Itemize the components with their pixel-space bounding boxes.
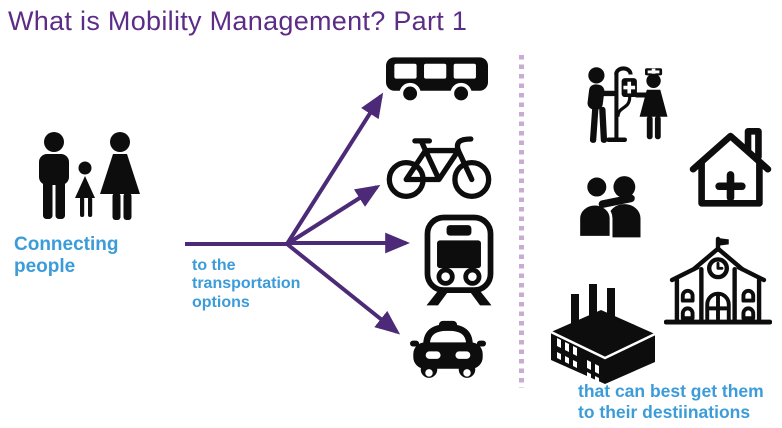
arrow-to-bus [285,92,384,246]
bicycle-icon [385,130,493,200]
slide-title: What is Mobility Management? Part 1 [8,6,468,36]
factory-icon [543,282,663,384]
medical-house-icon [684,119,777,209]
bus-icon [386,57,488,104]
destinations-caption: that can best get them to their destiina… [578,381,764,422]
companions-icon [574,174,650,238]
taxi-icon [410,317,486,385]
patient-with-nurse-icon [582,60,672,152]
arrow-to-bicycle [285,184,381,246]
school-icon [664,236,772,326]
train-icon [416,214,502,306]
connecting-people-caption: Connecting people [14,234,119,277]
family-icon [28,131,148,231]
transportation-options-caption: to the transportation options [192,257,301,311]
dotted-divider [519,55,524,388]
